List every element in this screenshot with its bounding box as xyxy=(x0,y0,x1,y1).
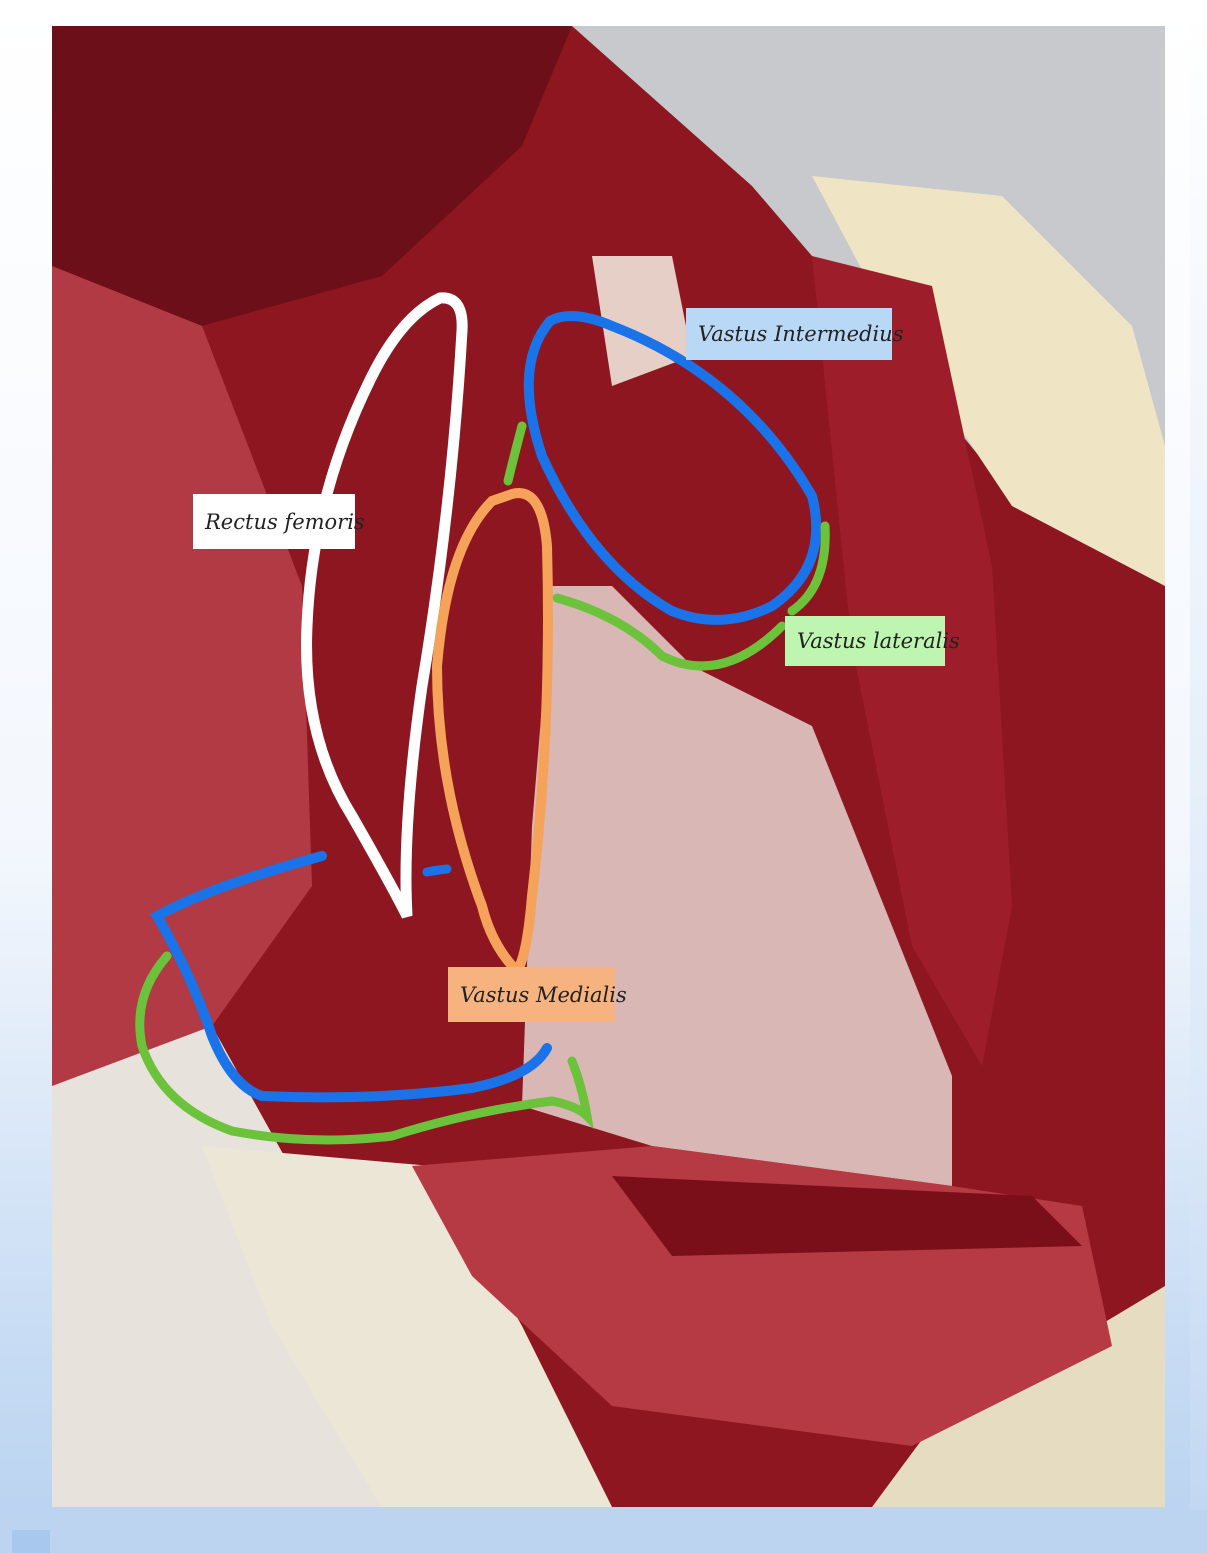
dissection-photo xyxy=(52,26,1165,1507)
page-corner-tab xyxy=(12,1530,50,1553)
femur-fascia xyxy=(522,586,952,1186)
vastus-intermedius-outline-lower-dash xyxy=(422,864,452,877)
lower-muscle-dark xyxy=(612,1176,1082,1256)
label-vastus-intermedius: Vastus Intermedius xyxy=(686,308,903,360)
label-vastus-lateralis: Vastus lateralis xyxy=(785,616,960,666)
vastus-lateralis-outline-upper xyxy=(552,521,830,671)
page-bottom-band xyxy=(0,1510,1207,1553)
dissection-drawing xyxy=(52,26,1165,1507)
label-rectus-femoris: Rectus femoris xyxy=(193,494,365,549)
label-vastus-medialis: Vastus Medialis xyxy=(448,967,627,1022)
rectus-femoris-outline xyxy=(301,292,468,919)
vastus-lateralis-outline-upper-left xyxy=(503,421,527,486)
vastus-intermedius-outline-lower xyxy=(150,851,552,1103)
fur-lower-left xyxy=(202,1146,612,1507)
upper-muscle-mass xyxy=(52,26,572,326)
vastus-intermedius-outline-upper xyxy=(523,311,822,625)
vastus-lateralis-outline-lower xyxy=(135,951,594,1145)
page-edge-right xyxy=(1190,0,1207,1553)
